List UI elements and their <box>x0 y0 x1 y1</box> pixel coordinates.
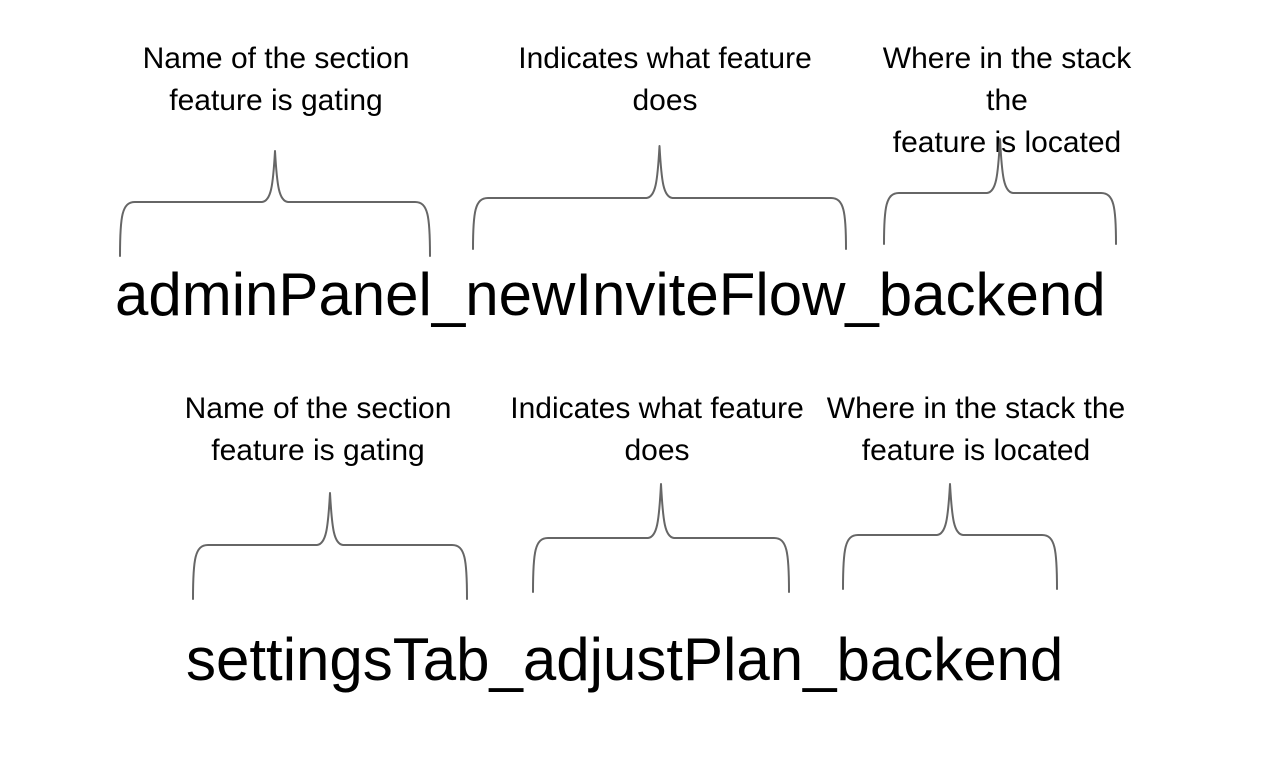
curly-brace-section-icon <box>119 150 431 257</box>
curly-brace-purpose-icon <box>532 483 790 593</box>
curly-brace-section-icon <box>192 492 468 600</box>
annotation-feature-purpose: Indicates what feature does <box>510 392 804 467</box>
annotation-feature-purpose: Indicates what feature does <box>518 42 812 117</box>
curly-brace-stack-icon <box>842 483 1058 590</box>
curly-brace-purpose-icon <box>472 145 847 250</box>
annotation-stack-location: Where in the stack the feature is locate… <box>826 392 1126 467</box>
curly-brace-stack-icon <box>883 138 1117 245</box>
annotation-stack-location: Where in the stack the feature is locate… <box>882 42 1132 159</box>
flag-name-text: adminPanel_newInviteFlow_backend <box>115 261 1106 328</box>
annotation-section-name: Name of the section feature is gating <box>142 42 410 117</box>
annotation-section-name: Name of the section feature is gating <box>184 392 452 467</box>
flag-name-text: settingsTab_adjustPlan_backend <box>186 626 1064 693</box>
